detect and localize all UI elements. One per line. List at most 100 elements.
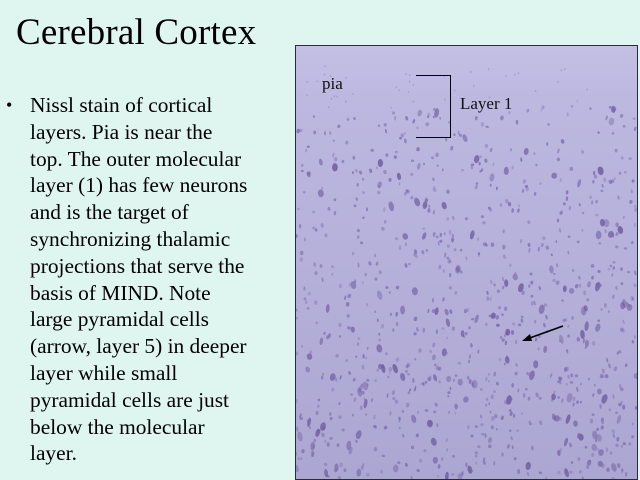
stained-cell	[432, 342, 436, 348]
stained-cell	[493, 461, 496, 466]
bullet-text: Nissl stain of cortical layers. Pia is n…	[30, 92, 292, 467]
stained-cell	[377, 190, 381, 195]
stained-cell	[392, 464, 399, 473]
stained-cell	[378, 332, 381, 336]
stained-cell	[553, 272, 556, 276]
stained-cell	[297, 457, 300, 461]
stained-cell	[477, 251, 481, 256]
stained-cell	[533, 152, 536, 156]
stained-cell	[439, 232, 443, 237]
stained-cell	[359, 170, 363, 175]
stained-cell	[626, 302, 629, 306]
stained-cell	[597, 166, 604, 176]
bullet-line: layers. Pia is near the	[30, 119, 213, 144]
stained-cell	[404, 242, 407, 247]
stained-cell	[524, 387, 528, 391]
stained-cell	[557, 396, 561, 399]
stained-cell	[463, 396, 469, 403]
stained-cell	[518, 283, 524, 293]
stained-cell	[509, 148, 513, 152]
stained-cell	[307, 291, 311, 296]
stained-cell	[403, 132, 406, 135]
stained-cell	[428, 375, 432, 381]
stained-cell	[422, 327, 426, 333]
stained-cell	[305, 148, 307, 153]
stained-cell	[535, 163, 538, 167]
stained-cell	[587, 281, 591, 288]
stained-cell	[339, 283, 342, 289]
cell-layer	[296, 65, 637, 479]
stained-cell	[432, 210, 436, 215]
stained-cell	[571, 315, 574, 321]
stained-cell	[591, 275, 594, 280]
stained-cell	[404, 191, 407, 196]
stained-cell	[394, 150, 398, 154]
stained-cell	[503, 362, 506, 366]
stained-cell	[570, 104, 574, 108]
stained-cell	[432, 297, 434, 303]
stained-cell	[371, 398, 373, 403]
stained-cell	[392, 397, 396, 400]
stained-cell	[359, 241, 364, 245]
stained-cell	[521, 412, 523, 415]
stained-cell	[504, 340, 508, 346]
stained-cell	[299, 413, 302, 418]
stained-cell	[449, 272, 452, 278]
stained-cell	[454, 374, 458, 377]
stained-cell	[405, 189, 409, 193]
stained-cell	[570, 461, 574, 464]
stained-cell	[468, 359, 471, 364]
stained-cell	[385, 352, 388, 356]
stained-cell	[590, 264, 595, 268]
stained-cell	[592, 393, 595, 397]
stained-cell	[373, 424, 377, 429]
stained-cell	[628, 157, 632, 160]
stained-cell	[448, 410, 450, 415]
stained-cell	[398, 245, 402, 251]
stained-cell	[422, 201, 428, 209]
stained-cell	[380, 363, 386, 374]
stained-cell	[625, 472, 628, 477]
stained-cell	[395, 311, 399, 317]
stained-cell	[629, 199, 633, 204]
stained-cell	[631, 340, 635, 344]
stained-cell	[457, 361, 462, 365]
stained-cell	[400, 372, 406, 382]
stained-cell	[597, 319, 600, 322]
stained-cell	[410, 195, 414, 200]
stained-cell	[608, 117, 615, 126]
stained-cell	[579, 436, 583, 440]
stained-cell	[296, 464, 299, 473]
stained-cell	[488, 402, 491, 405]
stained-cell	[530, 301, 534, 306]
stained-cell	[378, 363, 382, 370]
stained-cell	[560, 69, 562, 72]
stained-cell	[357, 262, 360, 268]
stained-cell	[434, 363, 437, 367]
stained-cell	[453, 248, 457, 252]
stained-cell	[366, 303, 369, 307]
stained-cell	[398, 182, 401, 186]
stained-cell	[522, 189, 525, 193]
stained-cell	[544, 303, 547, 307]
stained-cell	[597, 460, 603, 467]
stained-cell	[560, 210, 563, 215]
stained-cell	[383, 169, 387, 175]
stained-cell	[616, 463, 621, 468]
stained-cell	[551, 172, 558, 179]
stained-cell	[324, 86, 327, 89]
stained-cell	[448, 260, 452, 263]
stained-cell	[478, 161, 481, 166]
stained-cell	[315, 321, 318, 324]
stained-cell	[296, 207, 300, 211]
stained-cell	[618, 403, 622, 407]
stained-cell	[578, 203, 581, 207]
stained-cell	[511, 445, 514, 450]
stained-cell	[543, 322, 546, 328]
stained-cell	[380, 323, 385, 329]
stained-cell	[584, 339, 589, 348]
stained-cell	[363, 397, 367, 402]
stained-cell	[400, 133, 405, 138]
stained-cell	[427, 207, 431, 212]
stained-cell	[612, 107, 616, 112]
